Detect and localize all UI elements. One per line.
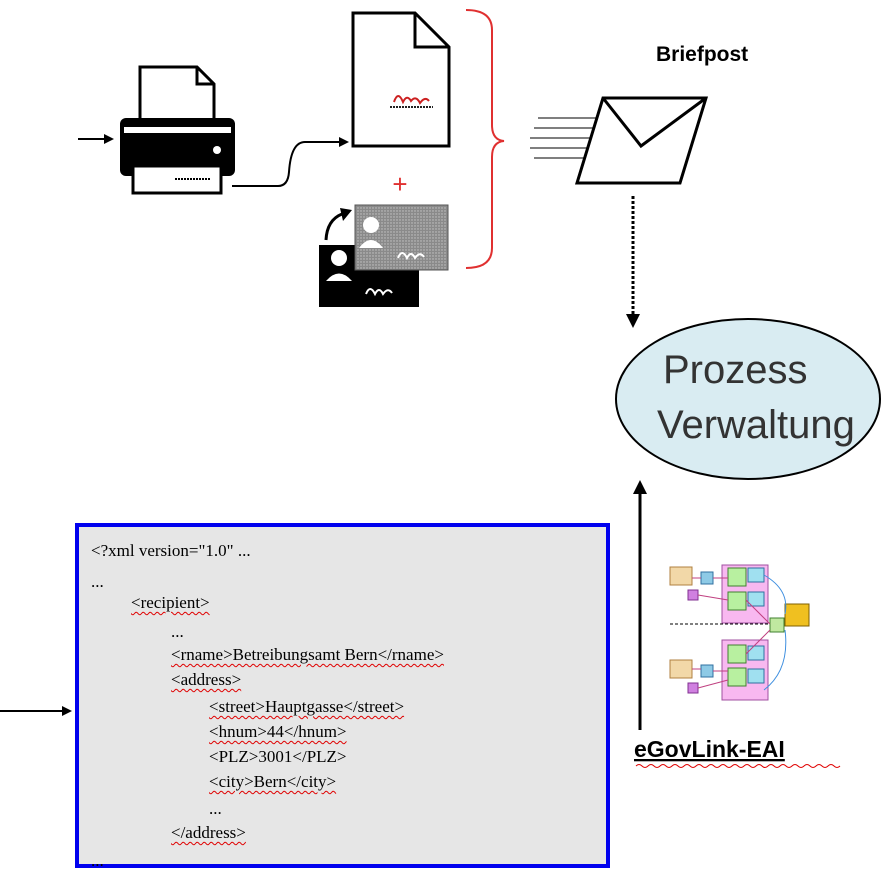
xml-line: <city>Bern</city>	[209, 772, 337, 791]
grouping-brace	[465, 9, 505, 269]
process-ellipse: Prozess Verwaltung	[615, 318, 881, 480]
arrow-mail-to-process	[626, 196, 640, 328]
document-icon	[351, 11, 451, 148]
arrow-eai-to-process	[633, 480, 647, 730]
xml-line: ...	[91, 572, 104, 591]
id-card-icon	[319, 204, 449, 307]
xml-line: <PLZ>3001</PLZ>	[209, 747, 347, 766]
egovlink-underline	[635, 764, 841, 768]
xml-line: </address>	[171, 823, 246, 842]
xml-line: ...	[171, 622, 184, 641]
briefpost-label: Briefpost	[656, 43, 748, 66]
connector-printer-document	[232, 137, 349, 187]
xml-line: <hnum>44</hnum>	[209, 722, 347, 741]
xml-line: <?xml version="1.0" ...	[91, 541, 251, 560]
xml-line: <recipient>	[131, 593, 210, 612]
envelope-icon	[530, 96, 709, 185]
xml-line: <street>Hauptgasse</street>	[209, 697, 405, 716]
egovlink-label: eGovLink-EAI	[634, 736, 785, 762]
xml-line: <rname>Betreibungsamt Bern</rname>	[171, 645, 444, 664]
process-label-line2: Verwaltung	[657, 403, 855, 447]
printer-icon	[120, 65, 235, 195]
input-arrow-printer	[78, 134, 114, 144]
process-label-line1: Prozess	[663, 348, 808, 392]
eai-flow-icon	[669, 564, 810, 701]
xml-line: ...	[91, 851, 104, 870]
xml-line: ...	[209, 799, 222, 818]
xml-line: <address>	[171, 670, 242, 689]
input-arrow-xml	[0, 706, 72, 716]
plus-sign: +	[392, 169, 407, 199]
xml-document-box: <?xml version="1.0" ... ... <recipient> …	[75, 523, 610, 870]
